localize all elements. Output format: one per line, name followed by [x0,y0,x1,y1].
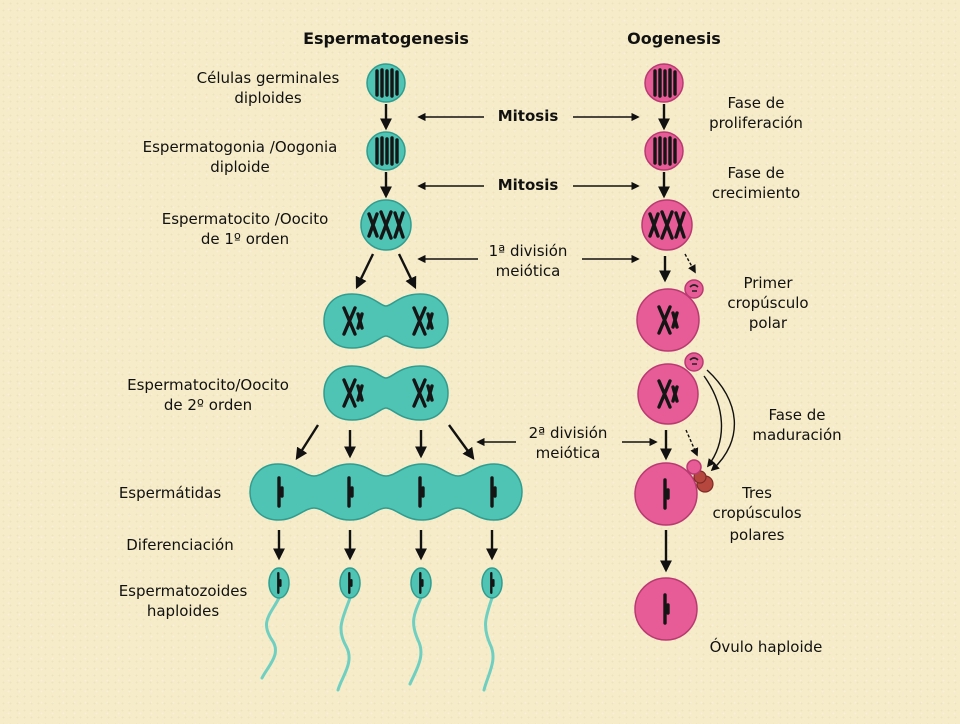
female-maturing-oocyte [637,352,704,425]
sperm-2 [336,567,361,692]
arrow-first-polar-body [684,253,696,274]
arrow-male-3a [295,424,320,461]
label-spermatogonia-line1: Espermatogonia /Oogonia [143,138,338,156]
label-three-polar-line2: cropúsculos [712,504,801,522]
arrow-male-split-left [355,253,375,290]
label-first-polar-line2: cropúsculo [727,294,808,312]
header-spermatogenesis: Espermatogenesis [303,29,469,48]
label-growth-line2: crecimiento [712,184,800,202]
female-ootid [634,459,714,526]
label-growth-line1: Fase de [727,164,784,182]
arrow-polar-curve-2 [703,375,723,468]
female-primary-oocyte [641,199,693,251]
label-three-polar-line3: polares [730,526,785,544]
polar-body-dividing [684,352,704,372]
label-primary-line2: de 1º orden [201,230,289,248]
sperm-4 [481,567,503,692]
ovum [634,577,698,641]
header-oogenesis: Oogenesis [627,29,721,48]
sperm-3 [408,567,432,686]
label-sperm-line2: haploides [147,602,219,620]
sperm-1 [260,567,290,680]
label-secondary-line1: Espermatocito/Oocito [127,376,289,394]
male-spermatids [249,463,523,521]
male-germ-cell [366,63,406,103]
label-sperm-line1: Espermatozoides [119,582,248,600]
male-secondary-spermatocyte [323,365,449,421]
arrow-second-polar-body [685,429,699,457]
label-first-polar-line1: Primer [743,274,793,292]
male-dividing-cell [323,293,449,349]
label-three-polar-line1: Tres [741,484,772,502]
label-maturation-line2: maduración [752,426,841,444]
label-spermatogonia-line2: diploide [210,158,269,176]
arrow-polar-curve-1 [706,369,735,472]
label-meiosis2-line1: 2ª división [529,424,608,442]
male-spermatogonia-cell [366,131,406,171]
label-primary-line1: Espermatocito /Oocito [162,210,329,228]
male-primary-spermatocyte [360,199,412,251]
female-secondary-oocyte [636,279,704,352]
label-first-polar-line3: polar [749,314,788,332]
label-germ-cells-line2: diploides [234,89,301,107]
label-maturation-line1: Fase de [768,406,825,424]
label-spermatids: Espermátidas [119,484,222,502]
label-proliferation-line1: Fase de [727,94,784,112]
label-differentiation: Diferenciación [126,536,234,554]
female-germ-cell [644,63,684,103]
arrow-male-split-right [397,253,417,290]
arrow-male-3d [448,424,475,460]
label-secondary-line2: de 2º orden [164,396,252,414]
label-ovum: Óvulo haploide [710,637,823,656]
label-meiosis2-line2: meiótica [536,444,601,462]
first-polar-body [684,279,704,299]
polar-body-pink [686,459,702,475]
female-oogonia-cell [644,131,684,171]
label-mitosis-1: Mitosis [498,107,559,125]
label-meiosis1-line2: meiótica [496,262,561,280]
label-mitosis-2: Mitosis [498,176,559,194]
sperm-cells [260,567,503,692]
label-proliferation-line2: proliferación [709,114,803,132]
label-meiosis1-line1: 1ª división [489,242,568,260]
label-germ-cells-line1: Células germinales [197,69,340,87]
